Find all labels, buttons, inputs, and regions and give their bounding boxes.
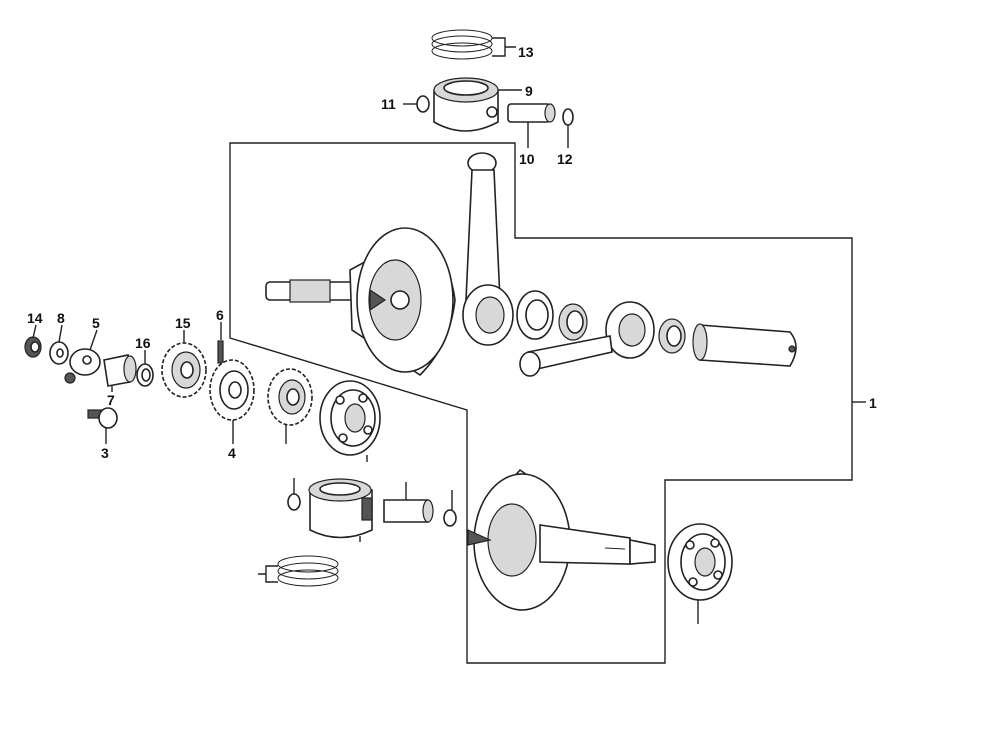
- callout-8: 7: [107, 392, 115, 408]
- washer-9: [49, 341, 69, 365]
- crankshaft-right-half: [467, 468, 656, 611]
- callout-1: 1: [869, 395, 877, 411]
- callout-7: 6: [216, 307, 224, 323]
- piston-rings-lower: [277, 555, 339, 587]
- callout-16: 16: [135, 335, 151, 351]
- gear-5: [209, 359, 255, 421]
- thrust-washer: [516, 290, 554, 340]
- callout-12-top-left: 11: [381, 96, 396, 112]
- piston-pin-lower: [383, 499, 434, 523]
- leader-line-6: [89, 329, 98, 351]
- circlip-top-left: [416, 95, 430, 113]
- piston-rings-top: [431, 29, 493, 60]
- oring-16: [136, 363, 154, 387]
- crankshaft-left-half: [265, 227, 456, 377]
- needle-bearing-2: [658, 318, 686, 354]
- callout-9: 8: [57, 310, 65, 326]
- callout-15: 15: [175, 315, 191, 331]
- gear-4: [267, 368, 313, 426]
- piston-top: [433, 77, 499, 132]
- crank-pin: [692, 323, 797, 367]
- callout-12-top-right: 12: [557, 151, 573, 167]
- callout-3: 3: [101, 445, 109, 461]
- callout-5: 4: [228, 445, 236, 461]
- callout-13-top: 13: [518, 44, 534, 60]
- leader-line-9: [58, 324, 63, 343]
- connecting-rod-left: [462, 152, 514, 346]
- connecting-rod-right: [519, 301, 655, 377]
- circlip-top-right: [562, 108, 574, 126]
- piston-pin-top: [507, 103, 556, 123]
- bolt-3: [87, 407, 118, 429]
- ball-bearing-left: [319, 380, 381, 456]
- piston-lower: [308, 478, 373, 539]
- callout-11-top: 10: [519, 151, 535, 167]
- leader-line-14: [32, 324, 37, 339]
- needle-bearing-1: [558, 303, 588, 341]
- gear-15: [161, 342, 207, 398]
- leader-line-13b: [258, 565, 278, 583]
- circlip-lower-left: [287, 493, 301, 511]
- key-7: [217, 340, 224, 364]
- callout-6: 5: [92, 315, 100, 331]
- callout-10-top: 9: [525, 83, 533, 99]
- collar-8: [103, 354, 137, 387]
- cam-plate-6: [64, 348, 101, 384]
- callout-14: 14: [27, 310, 43, 326]
- nut-14: [24, 336, 42, 358]
- crankshaft-assembly-outline: [229, 142, 853, 664]
- ball-bearing-right: [667, 523, 733, 601]
- circlip-lower-right: [443, 509, 457, 527]
- leader-line-13a: [492, 37, 516, 57]
